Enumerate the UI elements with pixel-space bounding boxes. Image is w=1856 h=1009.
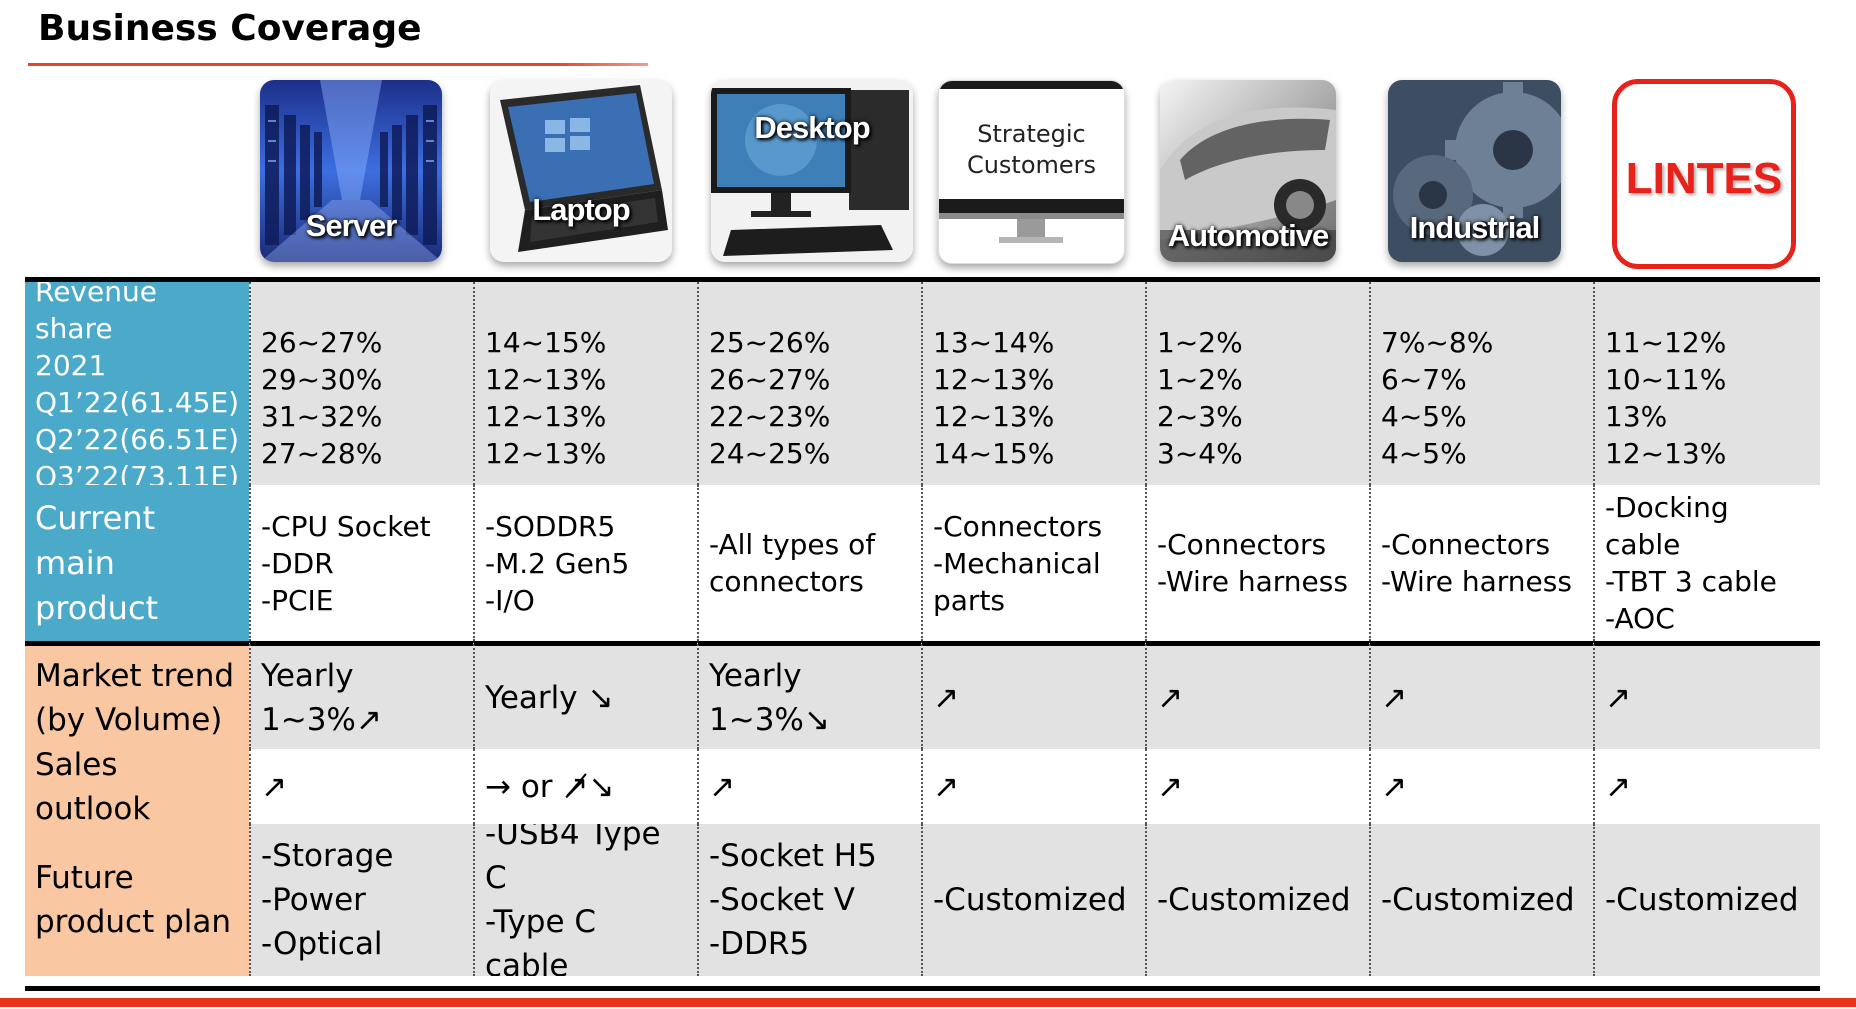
product-industrial: -Connectors -Wire harness bbox=[1369, 485, 1593, 641]
revenue-server: 26~27% 29~30% 31~32% 27~28% bbox=[249, 282, 473, 485]
product-automotive: -Connectors -Wire harness bbox=[1145, 485, 1369, 641]
car-image bbox=[1160, 80, 1336, 262]
footer-rule bbox=[0, 998, 1856, 1007]
trend-desktop: Yearly 1~3%↘ bbox=[697, 641, 921, 749]
server-label: Server bbox=[305, 208, 398, 243]
revenue-laptop: 14~15% 12~13% 12~13% 12~13% bbox=[473, 282, 697, 485]
product-server: -CPU Socket -DDR -PCIE bbox=[249, 485, 473, 641]
trend-industrial: ↗ bbox=[1369, 641, 1593, 749]
coverage-table: Revenue share 2021 Q1’22(61.45E) Q2’22(6… bbox=[25, 277, 1820, 991]
desktop-tile: Desktop bbox=[711, 80, 913, 262]
desktop-label: Desktop bbox=[754, 110, 870, 145]
future-lintes: -Customized bbox=[1593, 824, 1820, 976]
revenue-strategic: 13~14% 12~13% 12~13% 14~15% bbox=[921, 282, 1145, 485]
trend-lintes: ↗ bbox=[1593, 641, 1820, 749]
revenue-desktop: 25~26% 26~27% 22~23% 24~25% bbox=[697, 282, 921, 485]
outlook-industrial: ↗ bbox=[1369, 749, 1593, 824]
title-underline bbox=[28, 63, 648, 66]
market-trend-header: Market trend (by Volume) bbox=[25, 641, 249, 749]
revenue-industrial: 7%~8% 6~7% 4~5% 4~5% bbox=[1369, 282, 1593, 485]
automotive-label: Automotive bbox=[1167, 218, 1330, 253]
revenue-lintes: 11~12% 10~11% 13% 12~13% bbox=[1593, 282, 1820, 485]
server-tile: Server bbox=[260, 80, 442, 262]
trend-strategic: ↗ bbox=[921, 641, 1145, 749]
trend-laptop: Yearly ↘ bbox=[473, 641, 697, 749]
outlook-desktop: ↗ bbox=[697, 749, 921, 824]
monitor-image bbox=[939, 81, 1124, 263]
server-room-image bbox=[260, 80, 442, 262]
future-plan-header: Future product plan bbox=[25, 824, 249, 976]
lintes-logo-text: LINTES bbox=[1625, 154, 1783, 203]
trend-server: Yearly 1~3%↗ bbox=[249, 641, 473, 749]
page-title: Business Coverage bbox=[38, 8, 422, 49]
revenue-automotive: 1~2% 1~2% 2~3% 3~4% bbox=[1145, 282, 1369, 485]
outlook-strategic: ↗ bbox=[921, 749, 1145, 824]
laptop-image bbox=[490, 80, 672, 262]
strategic-customers-tile: Strategic Customers bbox=[938, 80, 1125, 264]
industrial-tile: Industrial bbox=[1388, 80, 1561, 262]
sales-outlook-header: Sales outlook bbox=[25, 749, 249, 824]
outlook-lintes: ↗ bbox=[1593, 749, 1820, 824]
trend-automotive: ↗ bbox=[1145, 641, 1369, 749]
revenue-share-header: Revenue share 2021 Q1’22(61.45E) Q2’22(6… bbox=[25, 282, 249, 485]
outlook-laptop: → or ↗̸↘ bbox=[473, 749, 697, 824]
future-server: -Storage -Power -Optical bbox=[249, 824, 473, 976]
future-desktop: -Socket H5 -Socket V -DDR5 bbox=[697, 824, 921, 976]
desktop-image bbox=[711, 80, 913, 262]
gears-image bbox=[1388, 80, 1561, 262]
product-desktop: -All types of connectors bbox=[697, 485, 921, 641]
lintes-tile: LINTES bbox=[1612, 79, 1796, 269]
laptop-tile: Laptop bbox=[490, 80, 672, 262]
strategic-customers-label: Strategic Customers bbox=[966, 120, 1097, 179]
industrial-label: Industrial bbox=[1409, 210, 1541, 245]
current-product-header: Current main product bbox=[25, 485, 249, 641]
future-laptop: -USB4 Type C -Type C cable bbox=[473, 824, 697, 976]
product-lintes: -Docking cable -TBT 3 cable -AOC bbox=[1593, 485, 1820, 641]
automotive-tile: Automotive bbox=[1160, 80, 1336, 262]
future-automotive: -Customized bbox=[1145, 824, 1369, 976]
outlook-automotive: ↗ bbox=[1145, 749, 1369, 824]
product-laptop: -SODDR5 -M.2 Gen5 -I/O bbox=[473, 485, 697, 641]
outlook-server: ↗ bbox=[249, 749, 473, 824]
laptop-label: Laptop bbox=[532, 192, 630, 227]
future-strategic: -Customized bbox=[921, 824, 1145, 976]
product-strategic: -Connectors -Mechanical parts bbox=[921, 485, 1145, 641]
future-industrial: -Customized bbox=[1369, 824, 1593, 976]
